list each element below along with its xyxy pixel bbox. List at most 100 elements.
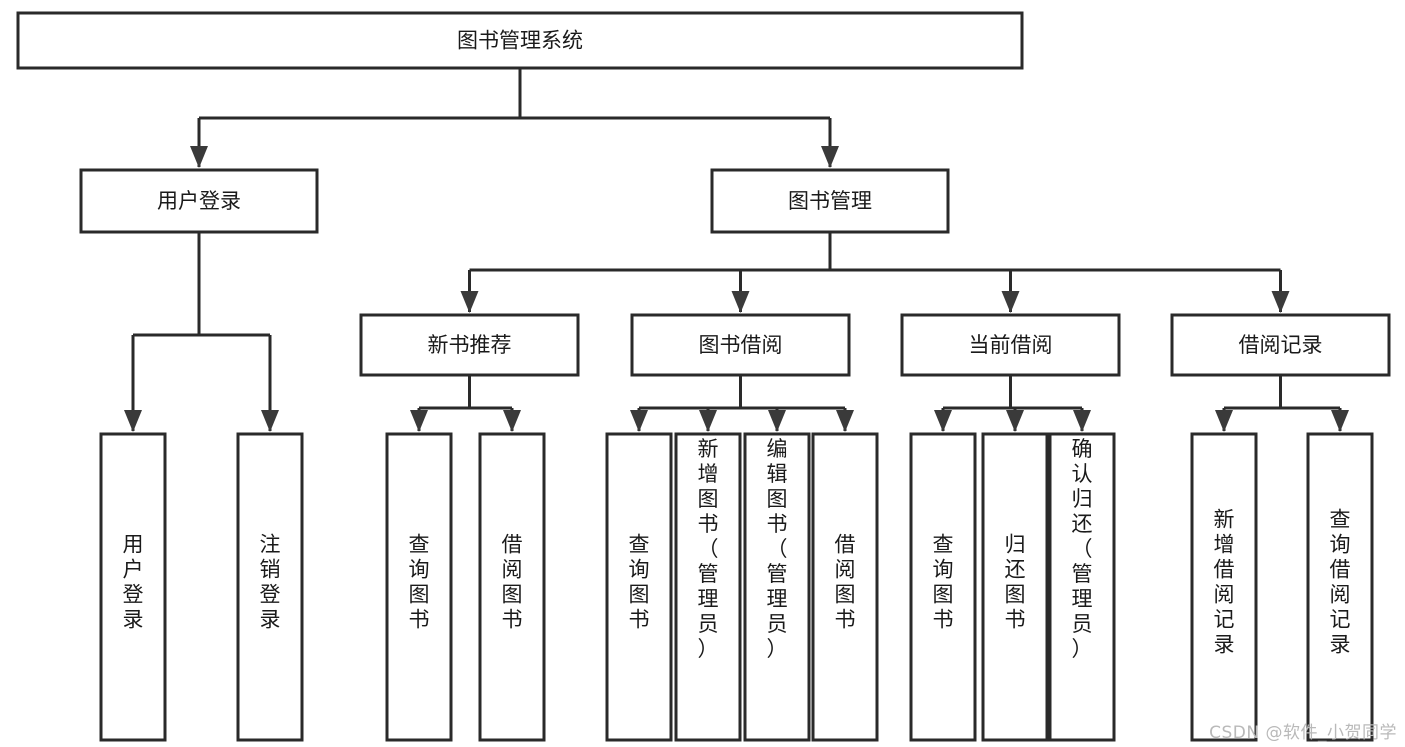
node-label: 新书推荐 (428, 333, 512, 357)
arrow-head-icon (821, 146, 839, 168)
connector-layer (124, 68, 1349, 432)
node-label-char: 书 (933, 608, 954, 632)
node-label-char: 阅 (502, 558, 523, 582)
node-borrow-record[interactable]: 借阅记录 (1170, 313, 1391, 377)
node-label-char: 户 (123, 558, 144, 582)
node-label-char: 员 (698, 612, 719, 636)
arrow-head-icon (190, 146, 208, 168)
node-label-char: 图 (502, 583, 523, 607)
node-root-system[interactable]: 图书管理系统 (16, 11, 1024, 70)
node-label-char: 录 (260, 608, 281, 632)
node-label-char: 确 (1072, 437, 1093, 461)
node-label-char: 登 (260, 583, 281, 607)
arrow-head-icon (261, 410, 279, 432)
node-label-char: 增 (1214, 533, 1235, 557)
node-label-char: 还 (1072, 512, 1093, 536)
node-label-char: 书 (502, 608, 523, 632)
arrow-head-icon (410, 410, 428, 432)
node-label-char: 图 (629, 583, 650, 607)
node-user-login[interactable]: 用户登录 (79, 168, 319, 234)
arrow-head-icon (124, 410, 142, 432)
node-label-char: 管 (698, 562, 719, 586)
node-label-char: 录 (1330, 633, 1351, 657)
node-label-char: 图 (767, 487, 788, 511)
node-label-char: 记 (1330, 608, 1351, 632)
node-label-char: 书 (409, 608, 430, 632)
arrow-head-icon (836, 410, 854, 432)
node-label-char: 辑 (767, 462, 788, 486)
node-label-char: 查 (409, 533, 430, 557)
arrow-head-icon (699, 410, 717, 432)
arrow-head-icon (1215, 410, 1233, 432)
node-label-char: 记 (1214, 608, 1235, 632)
node-label-char: 管 (767, 562, 788, 586)
node-label-char: 书 (698, 512, 719, 536)
node-label-char: 登 (123, 583, 144, 607)
node-label-char: 用 (123, 533, 144, 557)
node-label-char: 书 (835, 608, 856, 632)
node-label-char: 阅 (1330, 583, 1351, 607)
node-label-char: 管 (1072, 562, 1093, 586)
node-label-char: 理 (1072, 587, 1093, 611)
node-layer: 图书管理系统用户登录图书管理新书推荐图书借阅当前借阅借阅记录用户登录注销登录查询… (16, 11, 1391, 742)
node-label-char: 询 (409, 558, 430, 582)
arrow-head-icon (1006, 410, 1024, 432)
node-label-char: 查 (933, 533, 954, 557)
node-label-char: 图 (698, 487, 719, 511)
node-book-borrow[interactable]: 图书借阅 (630, 313, 851, 377)
node-label-char: ） (698, 637, 719, 661)
node-leaf-user-login[interactable]: 用户登录 (99, 432, 167, 742)
node-label-char: 借 (1214, 558, 1235, 582)
arrow-head-icon (1073, 410, 1091, 432)
arrow-head-icon (1271, 291, 1290, 313)
node-label-char: （ (698, 537, 719, 561)
node-label-char: （ (1072, 537, 1093, 561)
node-label-char: 理 (767, 587, 788, 611)
node-label-char: 归 (1072, 487, 1093, 511)
node-label-char: 借 (835, 533, 856, 557)
node-label-char: 询 (933, 558, 954, 582)
node-label: 用户登录 (157, 189, 241, 213)
node-label-char: 新 (1214, 508, 1235, 532)
arrow-head-icon (460, 291, 479, 313)
node-label-char: （ (767, 537, 788, 561)
node-label-char: 员 (1072, 612, 1093, 636)
node-current-borrow[interactable]: 当前借阅 (900, 313, 1121, 377)
node-label: 借阅记录 (1239, 333, 1323, 357)
node-label-char: 图 (835, 583, 856, 607)
node-label-char: 编 (767, 437, 788, 461)
arrow-head-icon (731, 291, 750, 313)
node-label-char: 员 (767, 612, 788, 636)
arrow-head-icon (630, 410, 648, 432)
node-label-char: 销 (260, 558, 281, 582)
node-label-char: 阅 (1214, 583, 1235, 607)
node-label-char: 书 (629, 608, 650, 632)
node-label-char: 询 (1330, 533, 1351, 557)
node-label-char: 认 (1072, 462, 1093, 486)
node-label-char: 询 (629, 558, 650, 582)
node-label-char: 借 (502, 533, 523, 557)
node-label: 当前借阅 (969, 333, 1053, 357)
watermark-text: CSDN @软件_小贺同学 (1209, 723, 1397, 743)
node-label-char: 理 (698, 587, 719, 611)
node-new-book-recommend[interactable]: 新书推荐 (359, 313, 580, 377)
node-label-char: 图 (409, 583, 430, 607)
node-label-char: 查 (1330, 508, 1351, 532)
arrow-head-icon (934, 410, 952, 432)
node-label-char: ） (767, 637, 788, 661)
node-book-manage[interactable]: 图书管理 (710, 168, 950, 234)
